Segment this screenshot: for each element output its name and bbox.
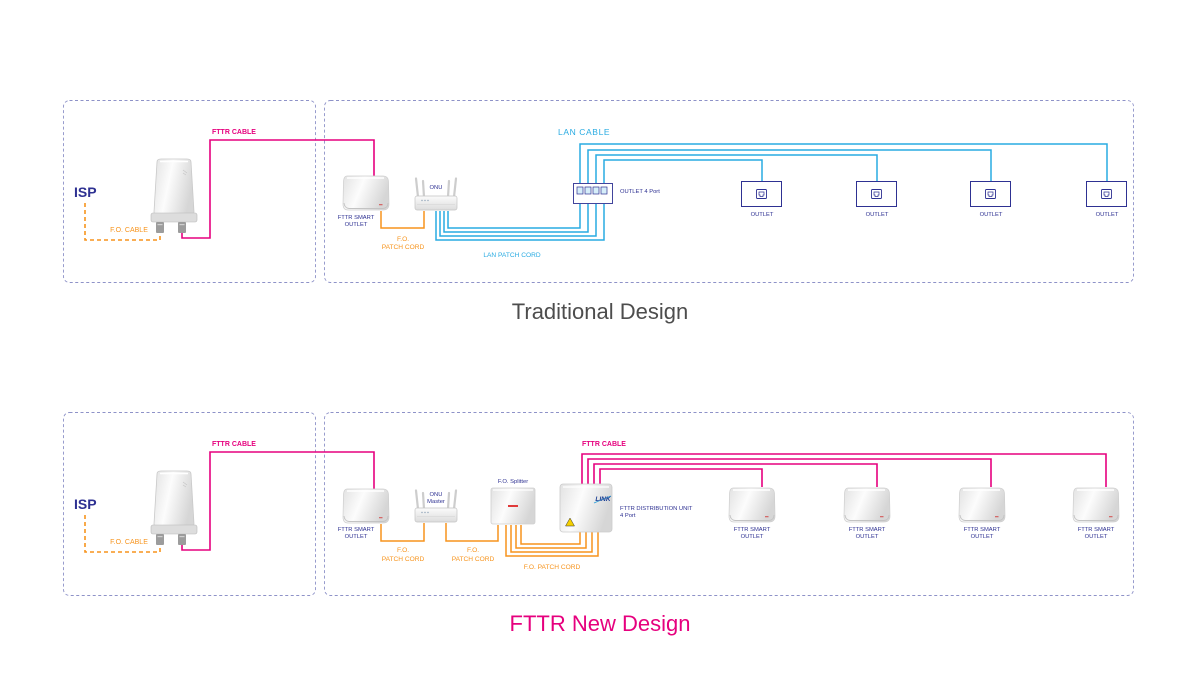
lan-cable-line xyxy=(587,149,992,183)
wall-outlet-icon xyxy=(970,181,1011,207)
fttr-cable-line xyxy=(587,458,992,487)
lan-cable-line xyxy=(603,159,763,183)
fttr-cable-distribution-lines xyxy=(581,453,1107,487)
fttr-smart-outlet-device xyxy=(342,175,390,211)
fo-cable-label: F.O. CABLE xyxy=(110,227,148,234)
fo-cable-label: F.O. CABLE xyxy=(110,539,148,546)
remote-smart-outlet-label: FTTR SMART xyxy=(849,527,886,533)
outlet-label: OUTLET xyxy=(1096,212,1119,218)
wall-outlet-icon xyxy=(856,181,897,207)
lan-patch-cord-label: LAN PATCH CORD xyxy=(483,252,541,259)
outlet-label: OUTLET xyxy=(980,212,1003,218)
lan-cable-label: LAN CABLE xyxy=(558,127,610,137)
smart-outlet-label: OUTLET xyxy=(345,222,368,228)
outlet-4port-label: OUTLET 4 Port xyxy=(620,189,660,195)
onu-master-label: Master xyxy=(427,499,445,505)
remote-smart-outlet-label: OUTLET xyxy=(1085,534,1108,540)
remote-smart-outlet-label: OUTLET xyxy=(741,534,764,540)
fo-patch-cord-line xyxy=(505,525,599,557)
fo-splitter-label: F.O. Splitter xyxy=(498,479,528,485)
fttr-smart-outlet-device xyxy=(728,487,776,523)
warning-icon xyxy=(565,517,575,527)
smart-outlet-label: FTTR SMART xyxy=(338,215,375,221)
rj45-port-icon xyxy=(584,186,592,195)
fttr-new-design-title: FTTR New Design xyxy=(510,611,691,636)
isp-label: ISP xyxy=(74,496,97,512)
remote-smart-outlet-label: OUTLET xyxy=(971,534,994,540)
fo-patch-cord-line xyxy=(515,525,587,549)
fo-patch-cord-bundle-label: F.O. PATCH CORD xyxy=(524,564,581,571)
wall-outlet-icon xyxy=(1086,181,1127,207)
fo-patch-cord-label: PATCH CORD xyxy=(382,244,425,251)
fo-patch-cord-line xyxy=(510,525,593,553)
wall-outlet-icon xyxy=(741,181,782,207)
fttr-cable-line xyxy=(599,468,763,487)
onu-master-label: ONU xyxy=(430,492,443,498)
fo-patch-cord-label: F.O. xyxy=(397,236,409,243)
fttr-cable-label: FTTR CABLE xyxy=(582,441,626,448)
lan-patch-cord-line xyxy=(443,204,589,233)
fttr-cable-label: FTTR CABLE xyxy=(212,129,256,136)
lan-patch-cord-line xyxy=(439,204,597,237)
smart-outlet-label: OUTLET xyxy=(345,534,368,540)
outlet-label: OUTLET xyxy=(866,212,889,218)
fo-patch-cord-label: PATCH CORD xyxy=(382,556,425,563)
outdoor-fiber-terminal-box xyxy=(150,470,198,546)
traditional-design-diagram: ISP F.O. CABLE FTTR CABLE FTTR SMART OUT… xyxy=(63,100,1134,324)
fttr-new-design-diagram: LINK ISP F.O. CABLE FTTR CABLE FTTR SMAR… xyxy=(63,412,1134,636)
remote-smart-outlet-label: FTTR SMART xyxy=(964,527,1001,533)
lan-cable-line xyxy=(579,143,1108,183)
premises-zone-frame xyxy=(324,100,1134,283)
fttr-smart-outlet-device xyxy=(342,488,390,524)
fttr-cable-line xyxy=(181,139,375,239)
rj45-port-icon xyxy=(600,186,608,195)
lan-patch-cord-line xyxy=(447,204,581,229)
link-logo-swoosh-icon xyxy=(593,495,612,504)
fttr-distribution-unit-device: LINK xyxy=(559,483,613,533)
fo-patch-cord-label: F.O. xyxy=(397,547,409,554)
smart-outlet-label: FTTR SMART xyxy=(338,527,375,533)
link-brand-logo: LINK xyxy=(595,496,611,503)
fo-cable-line xyxy=(84,515,161,553)
outlet-label: OUTLET xyxy=(751,212,774,218)
fo-patch-cord-line xyxy=(445,523,499,542)
distribution-unit-label: FTTR DISTRIBUTION UNIT xyxy=(620,506,693,512)
rj45-port-icon xyxy=(592,186,600,195)
fttr-cable-line xyxy=(581,453,1107,487)
remote-smart-outlet-label: OUTLET xyxy=(856,534,879,540)
onu-label: ONU xyxy=(430,185,443,191)
traditional-design-title: Traditional Design xyxy=(512,299,689,324)
lan-patch-cord-line xyxy=(435,204,605,241)
fo-splitter-device xyxy=(490,487,536,525)
lan-patch-cord-lines xyxy=(435,204,605,241)
remote-smart-outlet-label: FTTR SMART xyxy=(1078,527,1115,533)
outdoor-fiber-terminal-box xyxy=(150,158,198,234)
fo-patch-cord-line xyxy=(380,523,425,542)
isp-label: ISP xyxy=(74,184,97,200)
fo-cable-line xyxy=(84,203,161,241)
lan-cable-lines xyxy=(579,143,1108,183)
rj45-port-icon xyxy=(576,186,584,195)
fo-patch-cord-label: F.O. xyxy=(467,547,479,554)
fttr-smart-outlet-device xyxy=(1072,487,1120,523)
outlet-4port-panel xyxy=(573,183,613,204)
fo-patch-cord-line xyxy=(380,211,425,229)
fttr-cable-label: FTTR CABLE xyxy=(212,441,256,448)
lan-cable-line xyxy=(595,154,878,183)
fttr-cable-line xyxy=(181,451,375,551)
onu-router-device xyxy=(414,177,458,211)
fttr-smart-outlet-device xyxy=(843,487,891,523)
fttr-smart-outlet-device xyxy=(958,487,1006,523)
remote-smart-outlet-label: FTTR SMART xyxy=(734,527,771,533)
fttr-cable-line xyxy=(593,463,878,487)
fo-patch-cord-label: PATCH CORD xyxy=(452,556,495,563)
distribution-unit-label: 4 Port xyxy=(620,513,636,519)
fo-patch-cord-line xyxy=(520,525,581,545)
fo-patch-cord-bundle-lines xyxy=(505,525,599,557)
premises-zone-frame xyxy=(324,412,1134,596)
